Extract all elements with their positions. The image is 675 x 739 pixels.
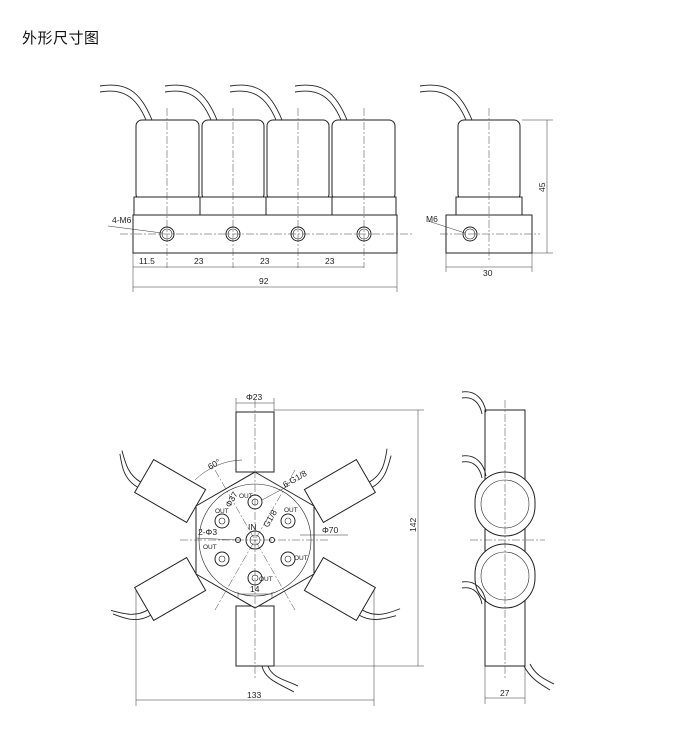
coil-lower-right — [303, 556, 401, 622]
port-thread-outer: 6-G1/8 — [281, 468, 309, 490]
out-label-top: OUT — [239, 493, 253, 500]
thread-label: 4-M6 — [112, 215, 132, 225]
center-diameter: Φ70 — [322, 525, 339, 535]
out-label-lower-left: OUT — [203, 544, 217, 551]
pin-holes-label: 2-Φ3 — [198, 527, 217, 537]
coil-lower-left — [110, 556, 207, 622]
dim-radial-width: 133 — [247, 690, 261, 700]
out-label-lower-right: OUT — [294, 555, 308, 562]
radial-manifold-view: Φ23 — [110, 392, 424, 706]
dim-pitch-2: 23 — [260, 256, 270, 266]
dim-coil-diameter: Φ23 — [246, 392, 263, 402]
dim-height: 45 — [537, 182, 547, 192]
manifold-side-view: M6 45 30 — [419, 84, 553, 278]
side-thread-label: M6 — [426, 214, 438, 224]
coil-wires — [99, 84, 348, 121]
dim-radial-height: 142 — [408, 518, 418, 532]
in-label: IN — [248, 522, 257, 532]
out-label-upper-left: OUT — [215, 508, 229, 515]
dim-total-width: 92 — [259, 276, 269, 286]
pin-spacing: 14 — [250, 584, 260, 594]
dim-pitch-1: 23 — [194, 256, 204, 266]
page-title: 外形尺寸图 — [22, 29, 100, 47]
threaded-ports — [159, 226, 372, 242]
outlet-ports — [214, 494, 296, 586]
dim-side-width: 30 — [483, 268, 493, 278]
out-label-bottom: OUT — [259, 576, 273, 583]
inlet-port — [245, 530, 265, 550]
coil-upper-left — [119, 450, 207, 524]
manifold-front-view: 4-M6 11.5 23 23 23 92 — [99, 84, 412, 292]
radial-side-view: 27 — [461, 391, 555, 704]
dim-side-stack-width: 27 — [500, 688, 510, 698]
dim-offset: 11.5 — [139, 256, 155, 266]
out-label-upper-right: OUT — [284, 507, 298, 514]
coil-upper-right — [303, 448, 392, 524]
coil-bodies — [133, 119, 397, 216]
dim-pitch-3: 23 — [325, 256, 335, 266]
